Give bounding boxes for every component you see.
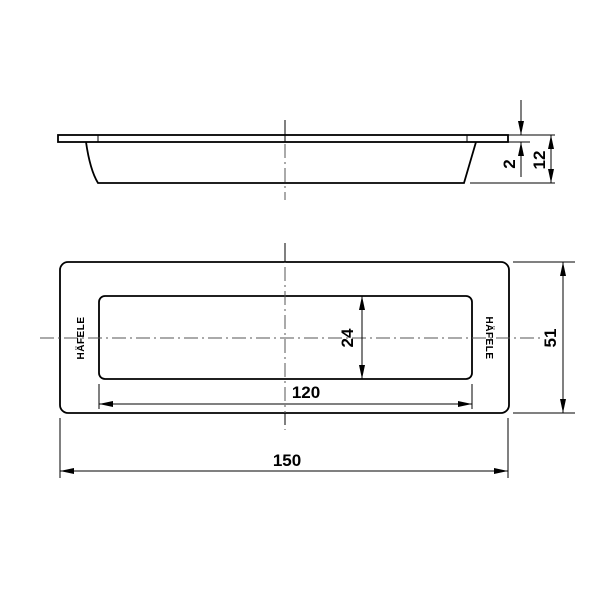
brand-mark-right: HÄFELE xyxy=(483,317,496,360)
dim-grip-height: 24 xyxy=(338,328,357,347)
dim-flange-thickness: 2 xyxy=(500,159,519,168)
brand-mark-left: HÄFELE xyxy=(74,317,87,360)
side-view: 2 12 xyxy=(57,100,555,200)
dim-overall-length: 150 xyxy=(273,451,301,470)
flange-outline xyxy=(57,134,509,143)
dim-grip-length: 120 xyxy=(292,383,320,402)
top-view: HÄFELE HÄFELE 24 120 51 150 xyxy=(40,243,575,478)
dim-total-depth: 12 xyxy=(530,151,549,170)
body-profile xyxy=(85,141,477,184)
dim-overall-height: 51 xyxy=(541,329,560,348)
